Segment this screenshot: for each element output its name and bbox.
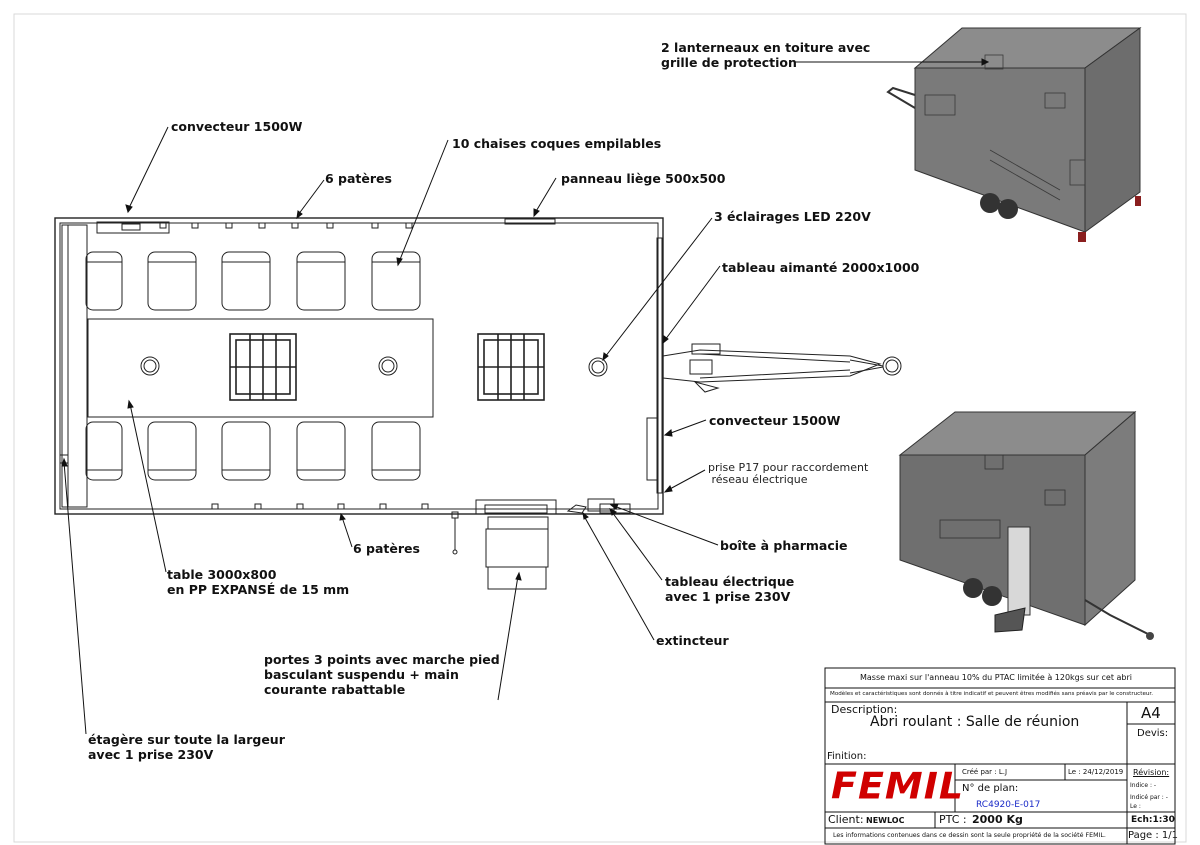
tb-plan-label: N° de plan: bbox=[962, 783, 1019, 794]
floor-plan bbox=[54, 217, 902, 590]
drawbar bbox=[662, 343, 902, 393]
tb-created-by: Créé par : L.J bbox=[962, 768, 1008, 776]
chairs-bottom-row bbox=[85, 421, 421, 481]
tb-scale: Ech:1:30 bbox=[1131, 815, 1175, 825]
tb-ptc: 2000 Kg bbox=[972, 813, 1023, 826]
label-electrical-panel: tableau électrique avec 1 prise 230V bbox=[665, 574, 795, 604]
tb-disclaimer: Modèles et caractéristiques sont donnés … bbox=[830, 691, 1153, 697]
entrance-door bbox=[451, 499, 557, 590]
convector-top bbox=[96, 221, 170, 234]
label-cork-board: panneau liège 500x500 bbox=[561, 171, 726, 186]
trailer-3d-view-bottom bbox=[898, 410, 1154, 640]
label-table: table 3000x800 en PP EXPANSÉ de 15 mm bbox=[167, 567, 350, 597]
meeting-table bbox=[87, 318, 434, 418]
label-whiteboard: tableau aimanté 2000x1000 bbox=[722, 260, 920, 275]
tb-le: Le : bbox=[1130, 803, 1141, 810]
tb-format: A4 bbox=[1141, 704, 1161, 722]
skylight-2 bbox=[477, 333, 545, 401]
tb-max-load: Masse maxi sur l'anneau 10% du PTAC limi… bbox=[860, 673, 1133, 682]
chairs-top-row bbox=[85, 251, 421, 311]
convector-right bbox=[646, 417, 658, 481]
tb-client: NEWLOC bbox=[866, 816, 905, 825]
whiteboard bbox=[656, 237, 663, 494]
tb-ownership: Les informations contenues dans ce dessi… bbox=[833, 832, 1106, 839]
tb-plan-number: RC4920-E-017 bbox=[976, 800, 1041, 810]
label-led-lights: 3 éclairages LED 220V bbox=[714, 209, 871, 224]
label-chairs: 10 chaises coques empilables bbox=[452, 136, 662, 151]
label-convector-top: convecteur 1500W bbox=[171, 119, 303, 134]
label-pharmacy-box: boîte à pharmacie bbox=[720, 538, 848, 553]
skylight-1 bbox=[229, 333, 297, 401]
label-shelf: étagère sur toute la largeur avec 1 pris… bbox=[88, 732, 285, 762]
leader-lines bbox=[61, 58, 990, 735]
drawing-frame bbox=[13, 13, 1187, 843]
cork-board bbox=[504, 218, 556, 225]
femil-logo: FEMIL bbox=[831, 765, 965, 807]
label-extinguisher: extincteur bbox=[656, 633, 729, 648]
label-door: portes 3 points avec marche pied bascula… bbox=[264, 652, 500, 697]
tb-page: Page : 1/1 bbox=[1128, 830, 1179, 841]
tb-client-label: Client: bbox=[828, 813, 864, 826]
title-block-frame bbox=[824, 667, 1176, 845]
led-lights bbox=[140, 356, 608, 377]
coat-hooks-top bbox=[159, 222, 413, 229]
tb-description: Abri roulant : Salle de réunion bbox=[870, 714, 1080, 730]
label-skylights: 2 lanterneaux en toiture avec grille de … bbox=[661, 40, 871, 70]
trailer-3d-view-top bbox=[886, 27, 1142, 242]
label-power-socket: prise P17 pour raccordement réseau élect… bbox=[708, 461, 869, 486]
tb-indice-par: Indicé par : - bbox=[1130, 794, 1168, 801]
tb-indice: Indice : - bbox=[1130, 782, 1157, 789]
extinguisher bbox=[566, 504, 587, 514]
tb-revision: Révision: bbox=[1133, 768, 1170, 777]
tb-devis: Devis: bbox=[1137, 728, 1169, 739]
tb-date: Le : 24/12/2019 bbox=[1068, 768, 1124, 776]
label-coat-hooks-bottom: 6 patères bbox=[353, 541, 420, 556]
shelf bbox=[61, 224, 88, 508]
tb-finition: Finition: bbox=[827, 751, 867, 762]
tb-description-label: Description: bbox=[831, 703, 898, 716]
label-convector-right: convecteur 1500W bbox=[709, 413, 841, 428]
label-coat-hooks-top: 6 patères bbox=[325, 171, 392, 186]
coat-hooks-bottom bbox=[211, 503, 429, 510]
tb-ptc-label: PTC : bbox=[939, 813, 967, 826]
